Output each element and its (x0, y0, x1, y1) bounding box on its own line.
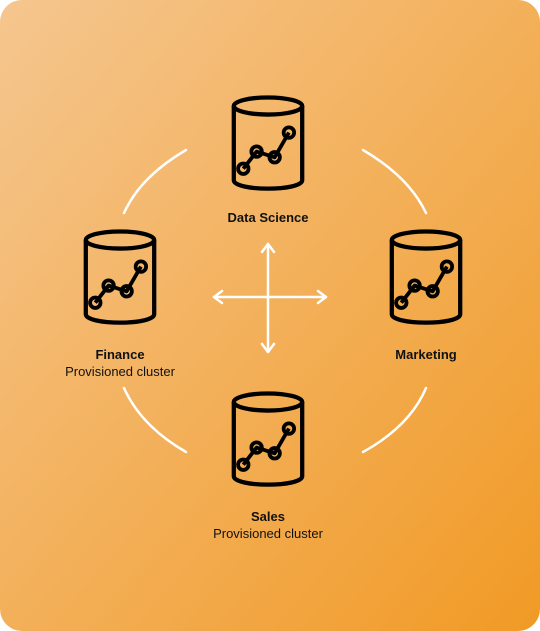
node-title: Data Science (228, 210, 309, 225)
node-data-science: Data Science (228, 97, 309, 225)
arc-bottom-right (361, 386, 428, 454)
node-title: Sales (251, 509, 285, 524)
arc-bottom-left (122, 386, 188, 454)
connector-ring (122, 148, 428, 454)
node-title: Finance (95, 347, 144, 362)
arc-top-right (361, 148, 428, 215)
arc-top-left (122, 148, 188, 215)
node-subtitle: Provisioned cluster (65, 364, 175, 379)
node-subtitle: Provisioned cluster (213, 526, 323, 541)
four-way-arrows-icon (212, 242, 328, 354)
node-title: Marketing (395, 347, 456, 362)
node-finance: Finance Provisioned cluster (65, 231, 176, 379)
node-sales: Sales Provisioned cluster (213, 393, 324, 541)
node-marketing: Marketing (392, 231, 460, 362)
